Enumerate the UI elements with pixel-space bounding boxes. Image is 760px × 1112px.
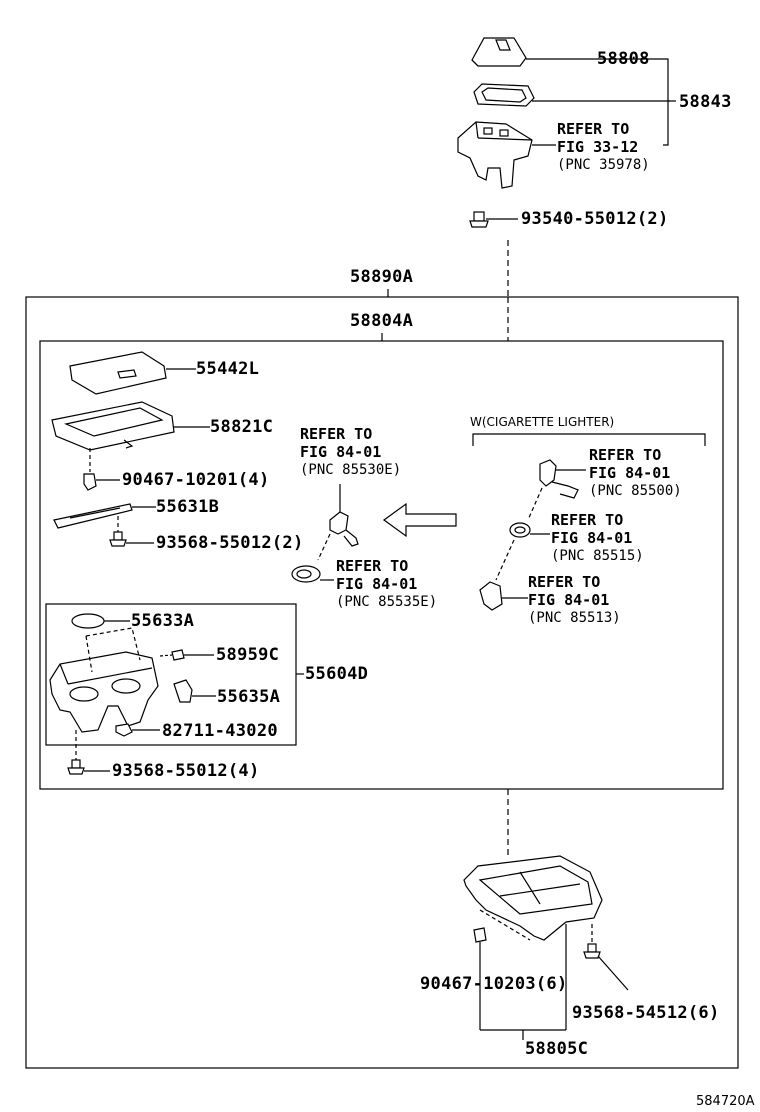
clip-90467-10201 (83, 448, 97, 491)
lighter-ring-85535E (291, 565, 321, 583)
group-header-cigarette-lighter: W(CIGARETTE LIGHTER) (470, 415, 615, 429)
lighter-socket-85530E (329, 511, 359, 547)
label-55631B: 55631B (156, 497, 220, 517)
clip-82711-43020 (115, 723, 133, 737)
screw-93568-55012-2 (109, 516, 127, 547)
ring-55633A (71, 613, 105, 629)
bracket-55631B (53, 503, 133, 529)
label-55604D: 55604D (305, 664, 369, 684)
cup-holder-body (49, 627, 159, 733)
label-58843: 58843 (679, 92, 732, 112)
lighter-ring-85515 (509, 522, 531, 538)
clip-90467-10203 (473, 927, 487, 943)
label-90467-10203: 90467-10203(6) (420, 974, 568, 994)
label-55635A: 55635A (217, 687, 281, 707)
bolt-93540 (469, 211, 489, 228)
lid-55442L (69, 351, 167, 395)
screw-93568-54512 (583, 924, 601, 959)
figure-id: 584720A (696, 1094, 755, 1109)
shift-boot-58808 (471, 37, 527, 67)
console-58805C (463, 855, 603, 941)
screw-58959C (159, 649, 185, 661)
label-58808: 58808 (597, 49, 650, 69)
label-58804A: 58804A (350, 311, 414, 331)
label-58805C: 58805C (525, 1039, 589, 1059)
lighter-socket-85500 (539, 459, 579, 499)
direction-arrow (382, 502, 457, 538)
shift-bracket (457, 121, 533, 189)
frame-58843 (473, 83, 535, 107)
label-55633A: 55633A (131, 611, 195, 631)
label-58959C: 58959C (216, 645, 280, 665)
label-93568-54512: 93568-54512(6) (572, 1003, 720, 1023)
label-93568-55012-2: 93568-55012(2) (156, 533, 304, 553)
label-58821C: 58821C (210, 417, 274, 437)
label-93568-55012-4: 93568-55012(4) (112, 761, 260, 781)
lighter-plug-85513 (479, 581, 503, 611)
label-58890A: 58890A (350, 267, 414, 287)
label-93540-55012: 93540-55012(2) (521, 209, 669, 229)
screw-93568-55012-4 (67, 730, 85, 775)
assembly-box-58890A (25, 296, 739, 1069)
lamp-55635A (173, 679, 193, 703)
label-55442L: 55442L (196, 359, 260, 379)
label-90467-10201: 90467-10201(4) (122, 470, 270, 490)
bezel-58821C (51, 401, 175, 451)
label-82711-43020: 82711-43020 (162, 721, 278, 741)
